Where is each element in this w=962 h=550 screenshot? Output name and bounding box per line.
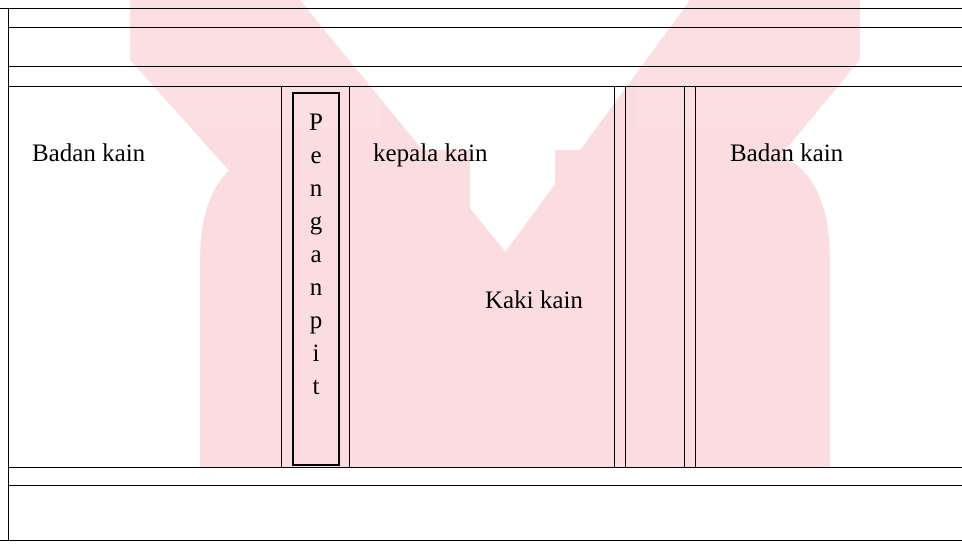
kepala-kain-label: kepala kain — [373, 140, 488, 167]
divider-line — [614, 86, 615, 468]
pengapit-letter: g — [309, 208, 323, 235]
divider-line — [625, 86, 626, 468]
pengapit-letter: P — [309, 109, 323, 136]
pengapit-letter: n — [309, 274, 323, 301]
pengapit-letter: e — [310, 142, 322, 169]
badan-kain-right-label: Badan kain — [730, 140, 844, 167]
pengapit-letter: i — [312, 340, 320, 367]
border-line — [8, 485, 962, 486]
divider-line — [349, 86, 350, 468]
pengapit-letter: p — [309, 307, 323, 334]
divider-line — [695, 86, 696, 468]
pengapit-letter: n — [309, 175, 323, 202]
border-line — [8, 467, 962, 468]
border-line — [8, 86, 962, 87]
pengapit-letter: t — [312, 373, 320, 400]
border-line — [8, 66, 962, 67]
badan-kain-left-label: Badan kain — [32, 140, 146, 167]
border-line — [0, 540, 962, 541]
border-line — [0, 8, 962, 9]
divider-line — [281, 86, 282, 468]
border-line — [8, 27, 962, 28]
border-line — [8, 8, 9, 541]
kaki-kain-label: Kaki kain — [485, 287, 583, 314]
pengapit-letter: a — [310, 241, 322, 268]
divider-line — [684, 86, 685, 468]
